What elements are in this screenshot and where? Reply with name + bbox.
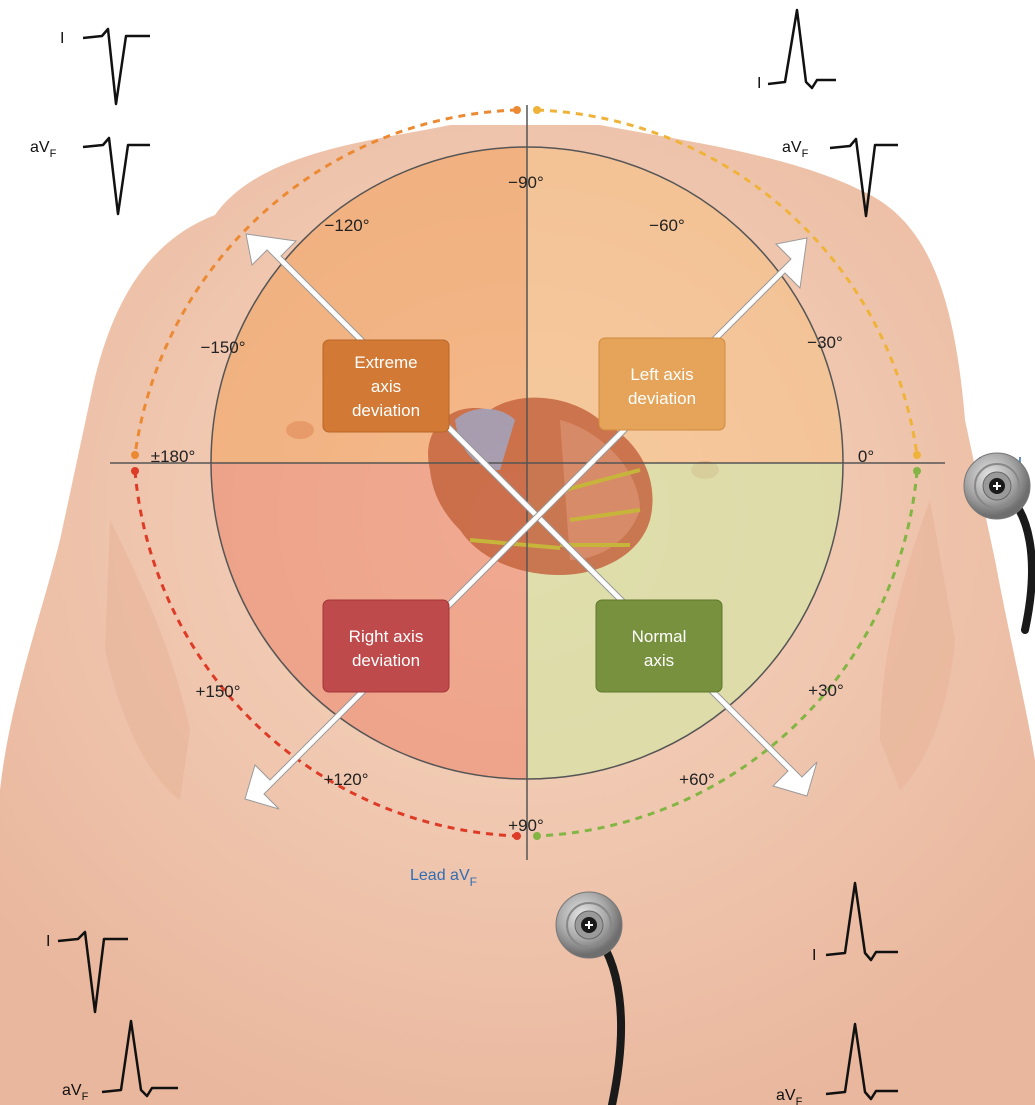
- ecg-top-left: I aVF: [30, 29, 150, 214]
- box-normal-axis: Normal axis: [596, 600, 722, 692]
- box-left-line2: deviation: [628, 389, 696, 408]
- ecg-tr-avf-label: aVF: [782, 139, 809, 160]
- angle-plus-60: +60°: [679, 770, 715, 789]
- angle-plus-150: +150°: [195, 682, 240, 701]
- box-left-axis: Left axis deviation: [599, 338, 725, 430]
- angle-pm-180: ±180°: [151, 447, 196, 466]
- angle-plus-120: +120°: [323, 770, 368, 789]
- angle-minus-120: −120°: [324, 216, 369, 235]
- box-normal-line1: Normal: [632, 627, 687, 646]
- angle-zero: 0°: [858, 447, 874, 466]
- ecg-br-i-label: I: [812, 947, 816, 964]
- box-extreme-line3: deviation: [352, 401, 420, 420]
- box-right-line1: Right axis: [349, 627, 424, 646]
- angle-minus-150: −150°: [200, 338, 245, 357]
- ecg-tr-i-trace: [768, 10, 836, 88]
- ecg-bl-i-label: I: [46, 933, 50, 950]
- box-extreme-axis: Extreme axis deviation: [323, 340, 449, 432]
- ecg-tl-i-label: I: [60, 30, 64, 47]
- ecg-tr-i-label: I: [757, 75, 761, 92]
- ecg-tl-avf-trace: [83, 138, 150, 214]
- box-extreme-line1: Extreme: [354, 353, 417, 372]
- box-left-line1: Left axis: [630, 365, 693, 384]
- angle-minus-30: −30°: [807, 333, 843, 352]
- angle-minus-60: −60°: [649, 216, 685, 235]
- box-normal-line2: axis: [644, 651, 674, 670]
- ecg-tl-i-trace: [83, 29, 150, 104]
- angle-plus-90: +90°: [508, 816, 544, 835]
- box-right-line2: deviation: [352, 651, 420, 670]
- box-extreme-line2: axis: [371, 377, 401, 396]
- ecg-tl-avf-label: aVF: [30, 139, 57, 160]
- box-right-axis: Right axis deviation: [323, 600, 449, 692]
- angle-minus-90: −90°: [508, 173, 544, 192]
- lead-avf-label-sub: F: [470, 875, 477, 889]
- angle-plus-30: +30°: [808, 681, 844, 700]
- lead-avf-label-main: Lead aV: [410, 867, 470, 884]
